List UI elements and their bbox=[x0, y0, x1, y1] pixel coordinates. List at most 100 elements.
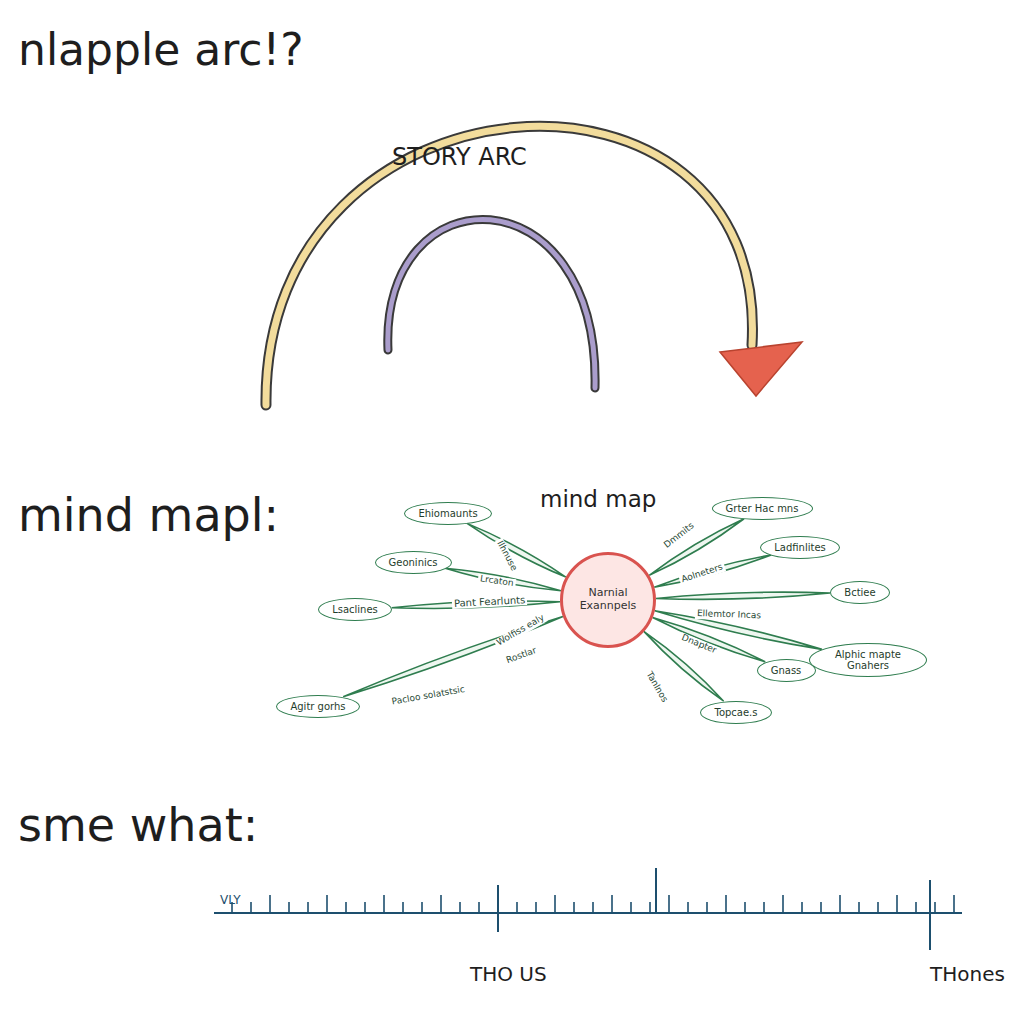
axis-label: THO US bbox=[470, 963, 547, 985]
leaf-oval: Ladfinlites bbox=[760, 536, 840, 559]
leaf-text: Geoninics bbox=[389, 557, 438, 568]
timeline-tick bbox=[820, 902, 822, 913]
leaf-oval: Geoninics bbox=[375, 551, 452, 574]
leaf-oval: Lsaclines bbox=[318, 598, 392, 621]
timeline-tick bbox=[269, 895, 271, 913]
leaf-oval: Alphic mapte Gnahers bbox=[809, 643, 927, 677]
timeline-tick bbox=[934, 902, 936, 913]
timeline-tick bbox=[649, 902, 651, 913]
leaf-text: Grter Hac mns bbox=[726, 503, 799, 514]
branch-label: Pant Fearlunts bbox=[452, 594, 528, 609]
branch-label: Tanlnos bbox=[643, 668, 670, 706]
branch-leaf bbox=[656, 592, 830, 599]
central-circle: Narnial Exannpels bbox=[560, 552, 656, 648]
timeline-tick bbox=[402, 902, 404, 913]
timeline-tick bbox=[383, 895, 385, 913]
timeline-tick bbox=[706, 902, 708, 913]
timeline-tick bbox=[345, 902, 347, 913]
timeline-tick bbox=[839, 895, 841, 913]
branch-label: Aolneters bbox=[678, 562, 725, 586]
timeline-major-tick bbox=[929, 880, 931, 950]
timeline-tick bbox=[478, 902, 480, 913]
leaf-oval: Agitr gorhs bbox=[276, 695, 360, 718]
text-wrap: Bctiee bbox=[844, 587, 875, 598]
leaf-text: Agitr gorhs bbox=[290, 701, 345, 712]
heading-text: mind mapl: bbox=[18, 490, 279, 541]
timeline-tick bbox=[953, 895, 955, 913]
timeline-tick bbox=[592, 902, 594, 913]
branch-leaf bbox=[467, 523, 566, 577]
timeline-tick bbox=[744, 902, 746, 913]
text-wrap: Topcae.s bbox=[714, 707, 757, 718]
leaf-oval: Ehiomaunts bbox=[404, 502, 492, 525]
timeline-tick bbox=[915, 902, 917, 913]
inner-arch-outline bbox=[388, 219, 595, 388]
leaf-oval: Gnass bbox=[757, 659, 816, 682]
story-arc-outline bbox=[266, 126, 752, 405]
leaf-text: Gnass bbox=[771, 665, 802, 676]
timeline-tick bbox=[326, 895, 328, 913]
heading-text: sme what: bbox=[18, 800, 258, 851]
timeline-tick bbox=[782, 895, 784, 913]
branch-leaf bbox=[445, 568, 561, 591]
timeline-tick bbox=[554, 895, 556, 913]
timeline-tick bbox=[364, 902, 366, 913]
leaf-oval: Topcae.s bbox=[700, 701, 772, 724]
map-title: mind map bbox=[540, 487, 656, 512]
timeline-tick bbox=[630, 902, 632, 913]
timeline-tick bbox=[611, 895, 613, 913]
branch-label: Pacloo solatstsic bbox=[389, 685, 468, 708]
timeline-tick bbox=[288, 902, 290, 913]
text-wrap: Ehiomaunts bbox=[418, 508, 477, 519]
leaf-text: Lsaclines bbox=[332, 604, 378, 615]
timeline-tick bbox=[535, 902, 537, 913]
timeline-tick bbox=[250, 902, 252, 913]
text-wrap: Narnial Exannpels bbox=[567, 587, 649, 612]
branch-label: Rostlar bbox=[503, 645, 540, 666]
text-wrap: Lsaclines bbox=[332, 604, 378, 615]
text-wrap: Agitr gorhs bbox=[290, 701, 345, 712]
timeline-tick bbox=[573, 902, 575, 913]
branch-label: Lrcaton bbox=[477, 574, 516, 589]
timeline-tick bbox=[421, 902, 423, 913]
timeline-tick bbox=[307, 902, 309, 913]
timeline-tick bbox=[687, 902, 689, 913]
text-wrap: Gnass bbox=[771, 665, 802, 676]
branch-leaf bbox=[654, 555, 771, 587]
leaf-oval: Bctiee bbox=[830, 581, 890, 604]
timeline-tick bbox=[725, 895, 727, 913]
leaf-text: Alphic mapte Gnahers bbox=[823, 649, 913, 671]
leaf-text: Topcae.s bbox=[714, 707, 757, 718]
arrow-head bbox=[720, 342, 802, 396]
text-wrap: Grter Hac mns bbox=[726, 503, 799, 514]
axis-label: VLY bbox=[220, 894, 241, 907]
timeline-major-tick bbox=[497, 885, 499, 932]
inner-arch bbox=[388, 219, 595, 388]
timeline-major-tick bbox=[655, 868, 657, 913]
axis-label: THones bbox=[930, 963, 1005, 985]
leaf-text: Ladfinlites bbox=[774, 542, 826, 553]
leaf-text: Bctiee bbox=[844, 587, 875, 598]
timeline-tick bbox=[858, 902, 860, 913]
branch-label: Wolfiss ealy bbox=[494, 612, 548, 649]
timeline-tick bbox=[801, 902, 803, 913]
arc-label: STORY ARC bbox=[392, 144, 527, 170]
text-wrap: Geoninics bbox=[389, 557, 438, 568]
timeline-tick bbox=[896, 895, 898, 913]
timeline-tick bbox=[763, 902, 765, 913]
text-wrap: Ladfinlites bbox=[774, 542, 826, 553]
timeline-tick bbox=[459, 902, 461, 913]
heading-text: nlapple arc!? bbox=[18, 26, 303, 74]
leaf-oval: Grter Hac mns bbox=[712, 497, 813, 520]
timeline-tick bbox=[668, 895, 670, 913]
leaf-text: Ehiomaunts bbox=[418, 508, 477, 519]
branch-label: Ilhnuse bbox=[494, 538, 520, 575]
story-arc bbox=[266, 126, 752, 405]
hub-text: Narnial Exannpels bbox=[567, 587, 649, 612]
text-wrap: Alphic mapte Gnahers bbox=[823, 649, 913, 671]
timeline-ticks bbox=[232, 895, 954, 913]
timeline-tick bbox=[877, 902, 879, 913]
timeline-tick bbox=[516, 902, 518, 913]
timeline-tick bbox=[440, 895, 442, 913]
